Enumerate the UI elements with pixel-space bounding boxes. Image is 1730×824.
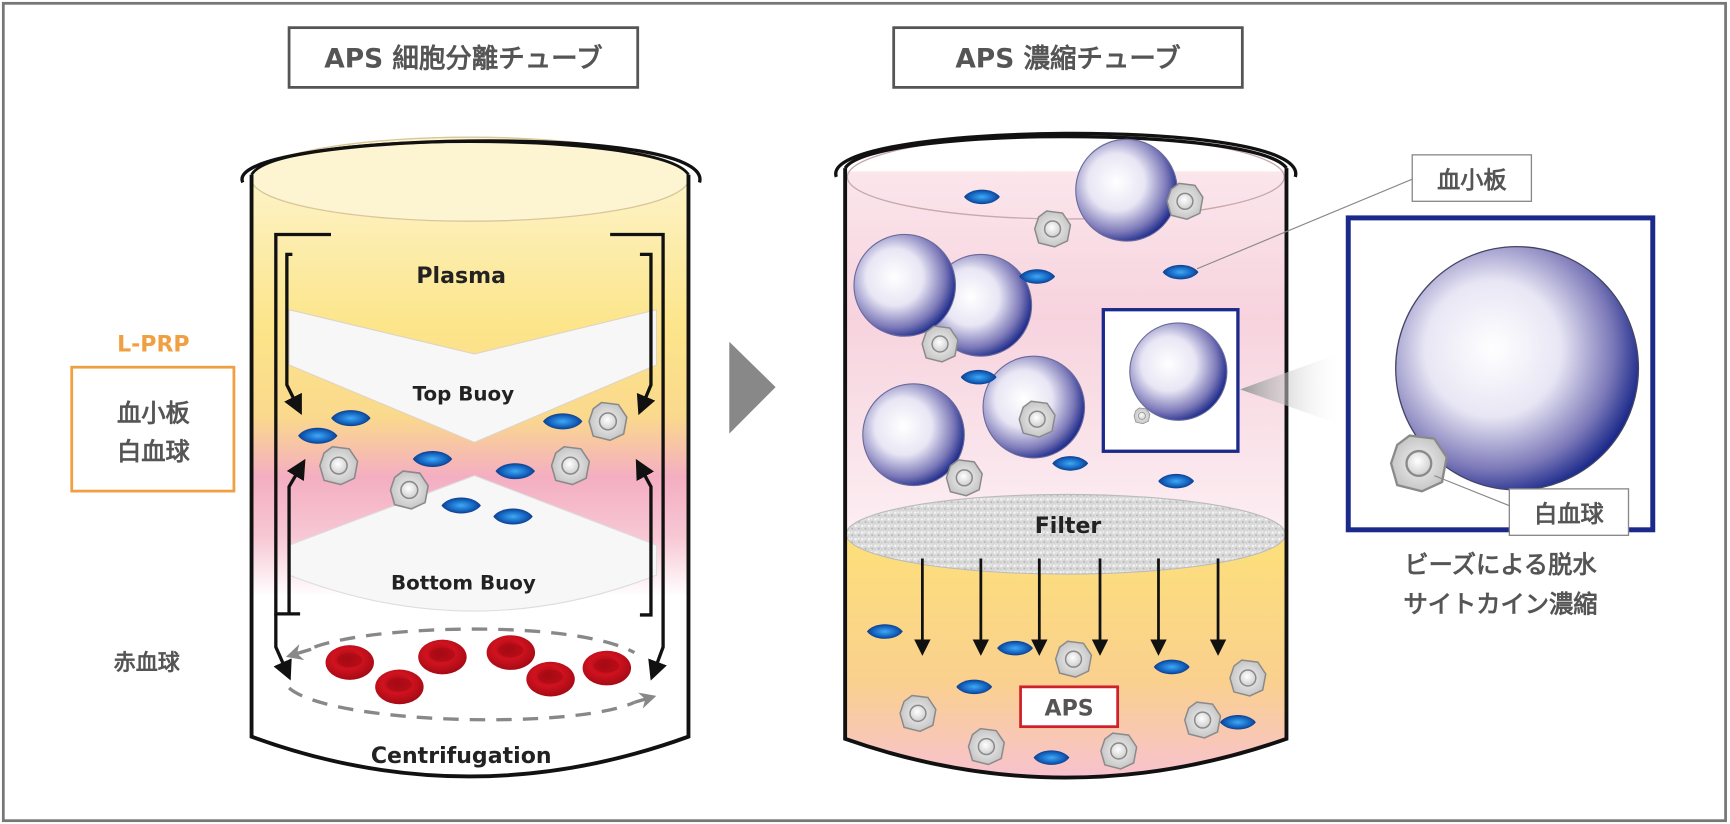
bead — [862, 383, 965, 487]
white-blood-cell — [1229, 659, 1267, 697]
right-title: APS 濃縮チューブ — [955, 43, 1181, 74]
wbc-callout-box — [1508, 488, 1630, 536]
white-blood-cell — [967, 727, 1005, 766]
flow-arrows-left — [273, 232, 331, 681]
red-blood-cell — [325, 645, 374, 680]
white-blood-cell — [588, 401, 628, 442]
flow-arrows-right — [610, 232, 667, 681]
platelet-leader-line — [1196, 178, 1413, 270]
process-arrow-icon — [729, 341, 776, 434]
magnified-inset: 血小板 白血球 ビーズによる脱水 サイトカイン濃縮 — [1240, 154, 1656, 619]
red-blood-cell — [418, 639, 467, 675]
left-tube-rim-inner — [250, 140, 690, 176]
lprp-callout: L-PRP 血小板 白血球 — [70, 332, 236, 493]
left-tube-wall — [249, 174, 691, 779]
white-blood-cell-magnified — [1389, 434, 1448, 493]
bead-small — [1129, 322, 1228, 421]
red-blood-cell — [526, 661, 575, 697]
aps-output-box — [1019, 685, 1120, 729]
lprp-heading: L-PRP — [117, 332, 190, 358]
centrifugation-label: Centrifugation — [371, 743, 552, 769]
white-blood-cell — [319, 445, 359, 486]
red-blood-cell — [582, 650, 632, 686]
centrifugation-orbit-bottom — [287, 686, 636, 722]
filter-label: Filter — [1035, 513, 1102, 539]
right-tube-wall — [843, 168, 1289, 780]
right-title-box — [892, 26, 1244, 89]
white-blood-cell — [1166, 182, 1204, 220]
caption-line2: サイトカイン濃縮 — [1403, 590, 1597, 619]
centrifugation-arrow-left — [285, 644, 312, 661]
caption-line1: ビーズによる脱水 — [1404, 550, 1597, 579]
bead — [853, 233, 957, 337]
white-blood-cell — [1183, 701, 1222, 739]
white-blood-cell — [1054, 640, 1093, 678]
left-title: APS 細胞分離チューブ — [324, 43, 603, 74]
wbc-leader-line — [1434, 475, 1512, 508]
rbc-label: 赤血球 — [114, 650, 181, 676]
centrifugation-arrow-right — [633, 692, 657, 709]
centrifugation-orbit-top — [313, 627, 636, 655]
white-blood-cell — [1018, 400, 1056, 438]
beads — [853, 138, 1178, 487]
bead — [1075, 138, 1178, 242]
white-blood-cell — [550, 445, 591, 486]
white-blood-cell — [921, 325, 959, 363]
top-buoy-label: Top Buoy — [413, 382, 515, 405]
lprp-line2: 白血球 — [117, 437, 191, 466]
red-blood-cell — [375, 669, 424, 705]
bottom-buoy-label: Bottom Buoy — [391, 571, 536, 594]
platelet-callout-label: 血小板 — [1437, 167, 1507, 194]
red-blood-cell — [486, 635, 536, 670]
lprp-box — [70, 365, 236, 493]
white-blood-cell — [899, 694, 937, 733]
white-blood-cell — [1033, 210, 1072, 248]
white-blood-cell — [389, 470, 429, 510]
right-tube-rim-inner — [843, 134, 1288, 170]
white-blood-cell — [945, 459, 983, 497]
aps-output-label: APS — [1045, 696, 1094, 722]
plasma-label: Plasma — [416, 263, 506, 289]
platelet-callout-box — [1411, 154, 1533, 202]
right-tube-rim — [834, 131, 1297, 178]
white-blood-cell-small — [1133, 407, 1151, 425]
zoom-beam — [1240, 351, 1344, 426]
top-buoy — [288, 308, 658, 444]
left-title-box — [287, 26, 640, 89]
filtration-arrows — [914, 558, 1227, 656]
white-blood-cell — [1100, 732, 1138, 770]
lprp-line1: 血小板 — [117, 398, 191, 427]
left-tube-section: APS 細胞分離チューブ Top Buoy Bottom Buoy Plasma — [240, 26, 702, 779]
wbc-callout-label: 白血球 — [1534, 501, 1604, 528]
right-tube-section: APS 濃縮チューブ Filter — [834, 26, 1413, 780]
